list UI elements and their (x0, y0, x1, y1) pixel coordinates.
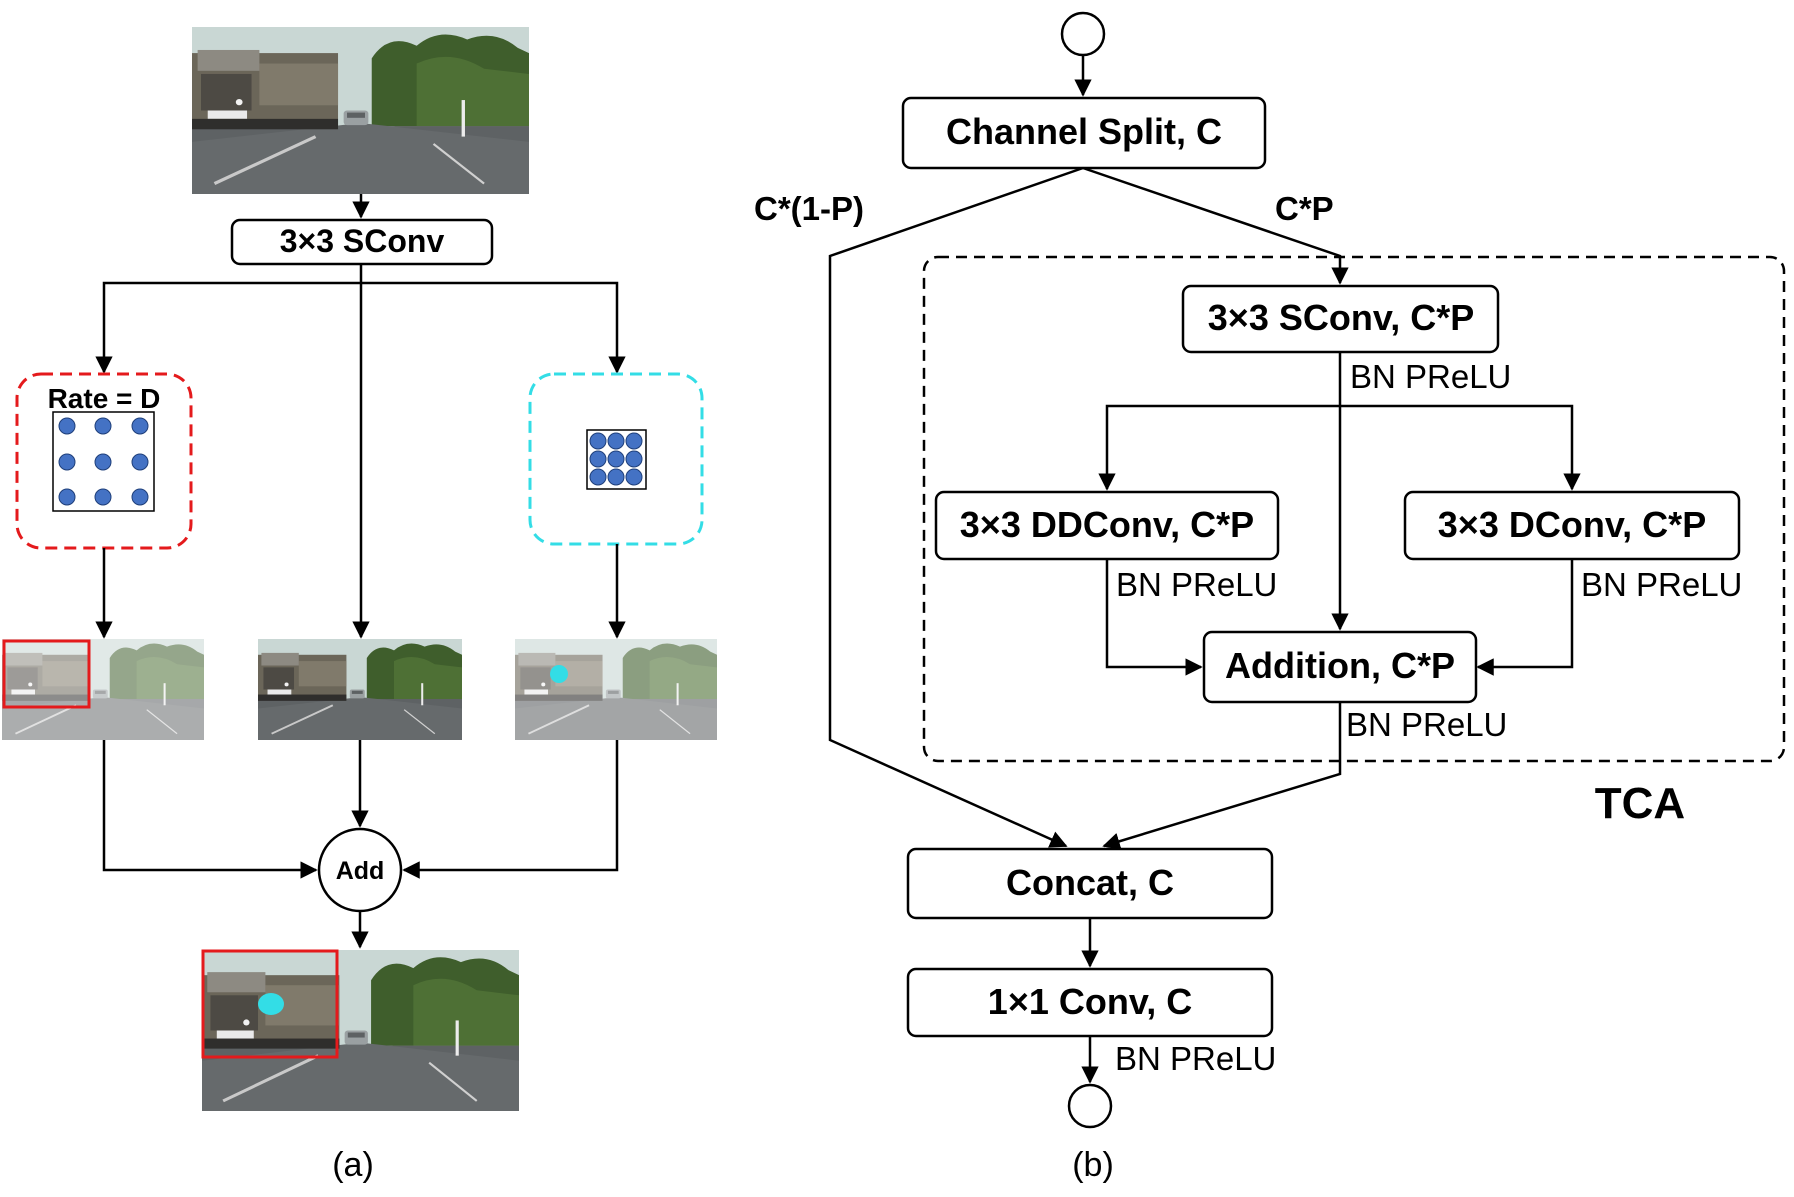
dilated-kernel-dots (58, 417, 149, 506)
input-node (1060, 11, 1106, 57)
bn-prelu-conv1x1: BN PReLU (1115, 1040, 1276, 1077)
caption-b: (b) (1072, 1146, 1114, 1184)
bypass-branch-line (828, 166, 1084, 848)
feature-image-right (515, 639, 717, 740)
feature-image-center (258, 639, 462, 740)
feature-image-left (2, 639, 204, 740)
panel-b: Channel Split, C C*(1-P) C*P TCA 3×3 SCo… (754, 11, 1786, 1184)
bn-prelu-addition: BN PReLU (1346, 706, 1507, 743)
add-label: Add (336, 857, 385, 885)
bn-prelu-ddconv: BN PReLU (1116, 566, 1277, 603)
concat-label: Concat, C (1006, 862, 1174, 903)
right-branch-label: C*P (1275, 190, 1334, 227)
caption-a: (a) (332, 1146, 374, 1184)
sconv-to-ddconv-line (1098, 404, 1340, 491)
output-node (1067, 1083, 1113, 1129)
arrow-right-to-add (402, 740, 619, 879)
panel-a: 3×3 SConv Rate = D (2, 27, 717, 1184)
arrow-left-to-add (102, 740, 318, 879)
tca-label: TCA (1595, 779, 1685, 828)
addition-label: Addition, C*P (1225, 645, 1455, 686)
dconv-to-addition-line (1476, 559, 1574, 676)
dconv-label: 3×3 DConv, C*P (1438, 504, 1706, 545)
bn-prelu-sconv: BN PReLU (1350, 358, 1511, 395)
output-image (201, 949, 519, 1111)
red-receptive-field (2, 639, 91, 709)
sconv-label-b: 3×3 SConv, C*P (1208, 297, 1474, 338)
sconv-to-dconv-line (1340, 404, 1581, 491)
branch-left-line (95, 281, 361, 374)
output-red-box (201, 949, 339, 1059)
conv1x1-label: 1×1 Conv, C (988, 981, 1192, 1022)
ddconv-to-addition-line (1105, 559, 1203, 676)
left-branch-label: C*(1-P) (754, 190, 864, 227)
input-image (192, 27, 529, 194)
channel-split-label: Channel Split, C (946, 111, 1222, 152)
standard-kernel-dots (589, 432, 643, 486)
output-cyan-dot (258, 993, 284, 1015)
cyan-receptive-field (550, 665, 568, 683)
rate-label: Rate = D (48, 383, 161, 414)
tca-container (922, 255, 1786, 763)
ddconv-label: 3×3 DDConv, C*P (960, 504, 1254, 545)
sconv-label-a: 3×3 SConv (280, 223, 445, 259)
bn-prelu-dconv: BN PReLU (1581, 566, 1742, 603)
branch-right-line (361, 281, 626, 374)
addition-to-concat-line (1102, 702, 1342, 850)
